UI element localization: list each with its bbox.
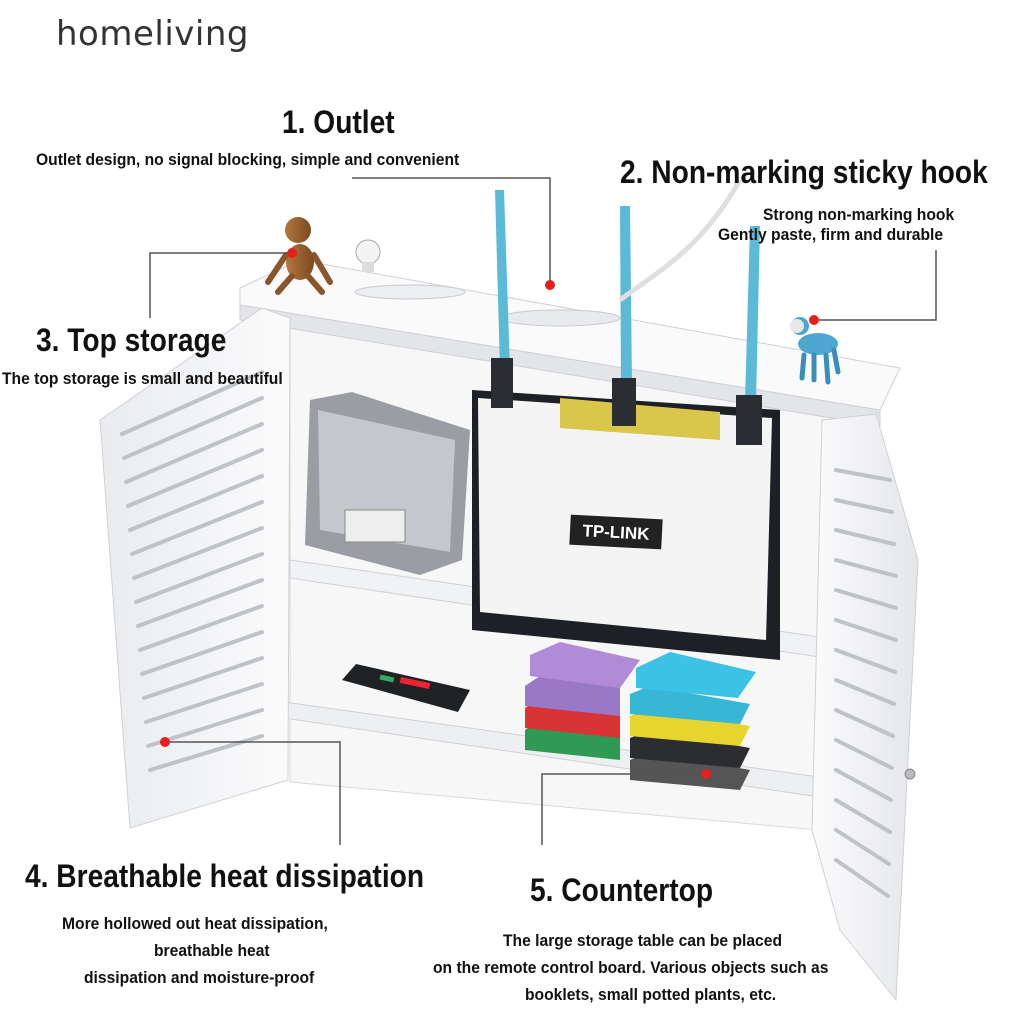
feature-countertop-desc-line3: booklets, small potted plants, etc. (525, 985, 777, 1004)
feature-hook-desc-line2: Gently paste, firm and durable (718, 225, 944, 244)
callout-leaders (149, 177, 937, 845)
router-brand-label: TP-LINK (582, 521, 651, 544)
remote-control (342, 664, 470, 712)
feature-outlet-title: 1. Outlet (282, 104, 395, 140)
router: TP-LINK (472, 390, 780, 660)
feature-heat-desc-line3: dissipation and moisture-proof (84, 968, 315, 987)
feature-hook-title: 2. Non-marking sticky hook (620, 154, 988, 190)
blue-dog-figure (790, 317, 841, 385)
feature-heat-title: 4. Breathable heat dissipation (25, 858, 425, 894)
router-antennas (491, 178, 762, 445)
feature-countertop-title: 5. Countertop (530, 872, 714, 908)
callout-dot-outlet (545, 280, 555, 290)
small-clock-figure (355, 239, 381, 272)
grey-speaker-device (305, 392, 470, 575)
feature-hook-desc-line1: Strong non-marking hook (763, 205, 955, 224)
feature-heat-desc-line2: breathable heat (154, 941, 270, 960)
feature-top-storage-desc: The top storage is small and beautiful (2, 369, 283, 388)
left-louvered-door (99, 307, 291, 829)
top-shelf (239, 259, 901, 427)
feature-outlet-desc: Outlet design, no signal blocking, simpl… (36, 150, 460, 169)
brand-logo-text: homeliving (56, 14, 249, 54)
right-louvered-door (811, 413, 919, 1002)
feature-countertop-desc-line1: The large storage table can be placed (503, 931, 783, 950)
callout-dot-hook (809, 315, 819, 325)
feature-heat-desc-line1: More hollowed out heat dissipation, (62, 914, 328, 933)
stacked-ipods (525, 642, 756, 790)
callout-dot-top-storage (287, 248, 297, 258)
feature-countertop-desc-line2: on the remote control board. Various obj… (433, 958, 829, 977)
feature-top-storage-title: 3. Top storage (36, 322, 227, 358)
callout-dot-countertop (701, 769, 711, 779)
callout-dot-heat-dissipation (160, 737, 170, 747)
